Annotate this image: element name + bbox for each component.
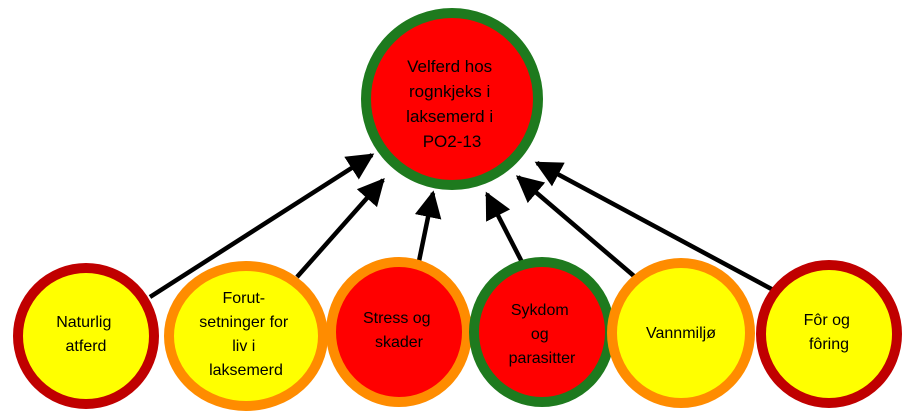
central-line: PO2-13: [423, 132, 482, 151]
arrows: [148, 153, 779, 299]
arrow-naturlig-atferd: [148, 153, 375, 299]
factor-circle: [326, 257, 472, 407]
arrow-for-og-foring: [534, 161, 779, 294]
factor-sykdom-og-parasitter: Sykdom og parasitter: [469, 257, 615, 407]
factor-label: Vannmiljø: [646, 325, 716, 342]
factor-stress-og-skader: Stress og skader: [326, 257, 472, 407]
central-line: rognkjeks i: [409, 82, 490, 101]
factor-circle: [164, 261, 328, 411]
factor-vannmiljo: Vannmiljø: [607, 258, 755, 408]
arrow-stress-og-skader: [414, 190, 442, 267]
factor-circle: [13, 263, 159, 409]
central-line: laksemerd i: [406, 107, 493, 126]
central-line: Velferd hos: [407, 57, 492, 76]
factor-for-og-foring: Fôr og fôring: [756, 260, 902, 408]
arrow-vannmiljo: [515, 175, 643, 284]
central-node-circle: [361, 8, 543, 190]
arrow-sykdom-og-parasitter: [484, 191, 527, 268]
arrow-forutsetninger: [295, 177, 385, 279]
factor-label: Stress og skader: [363, 310, 435, 351]
factor-forutsetninger: Forut- setninger for liv i laksemerd: [164, 261, 328, 411]
factor-label: Forut- setninger for liv i laksemerd: [199, 290, 292, 379]
factor-circle: [607, 258, 755, 408]
factor-label: Sykdom og parasitter: [509, 302, 576, 367]
factor-naturlig-atferd: Naturlig atferd: [13, 263, 159, 409]
factor-label: Naturlig atferd: [56, 314, 116, 355]
central-node: Velferd hos rognkjeks i laksemerd i PO2-…: [361, 8, 543, 190]
central-node-label: Velferd hos rognkjeks i laksemerd i PO2-…: [406, 57, 498, 151]
factor-label: Fôr og fôring: [804, 312, 855, 353]
factor-circle: [756, 260, 902, 408]
